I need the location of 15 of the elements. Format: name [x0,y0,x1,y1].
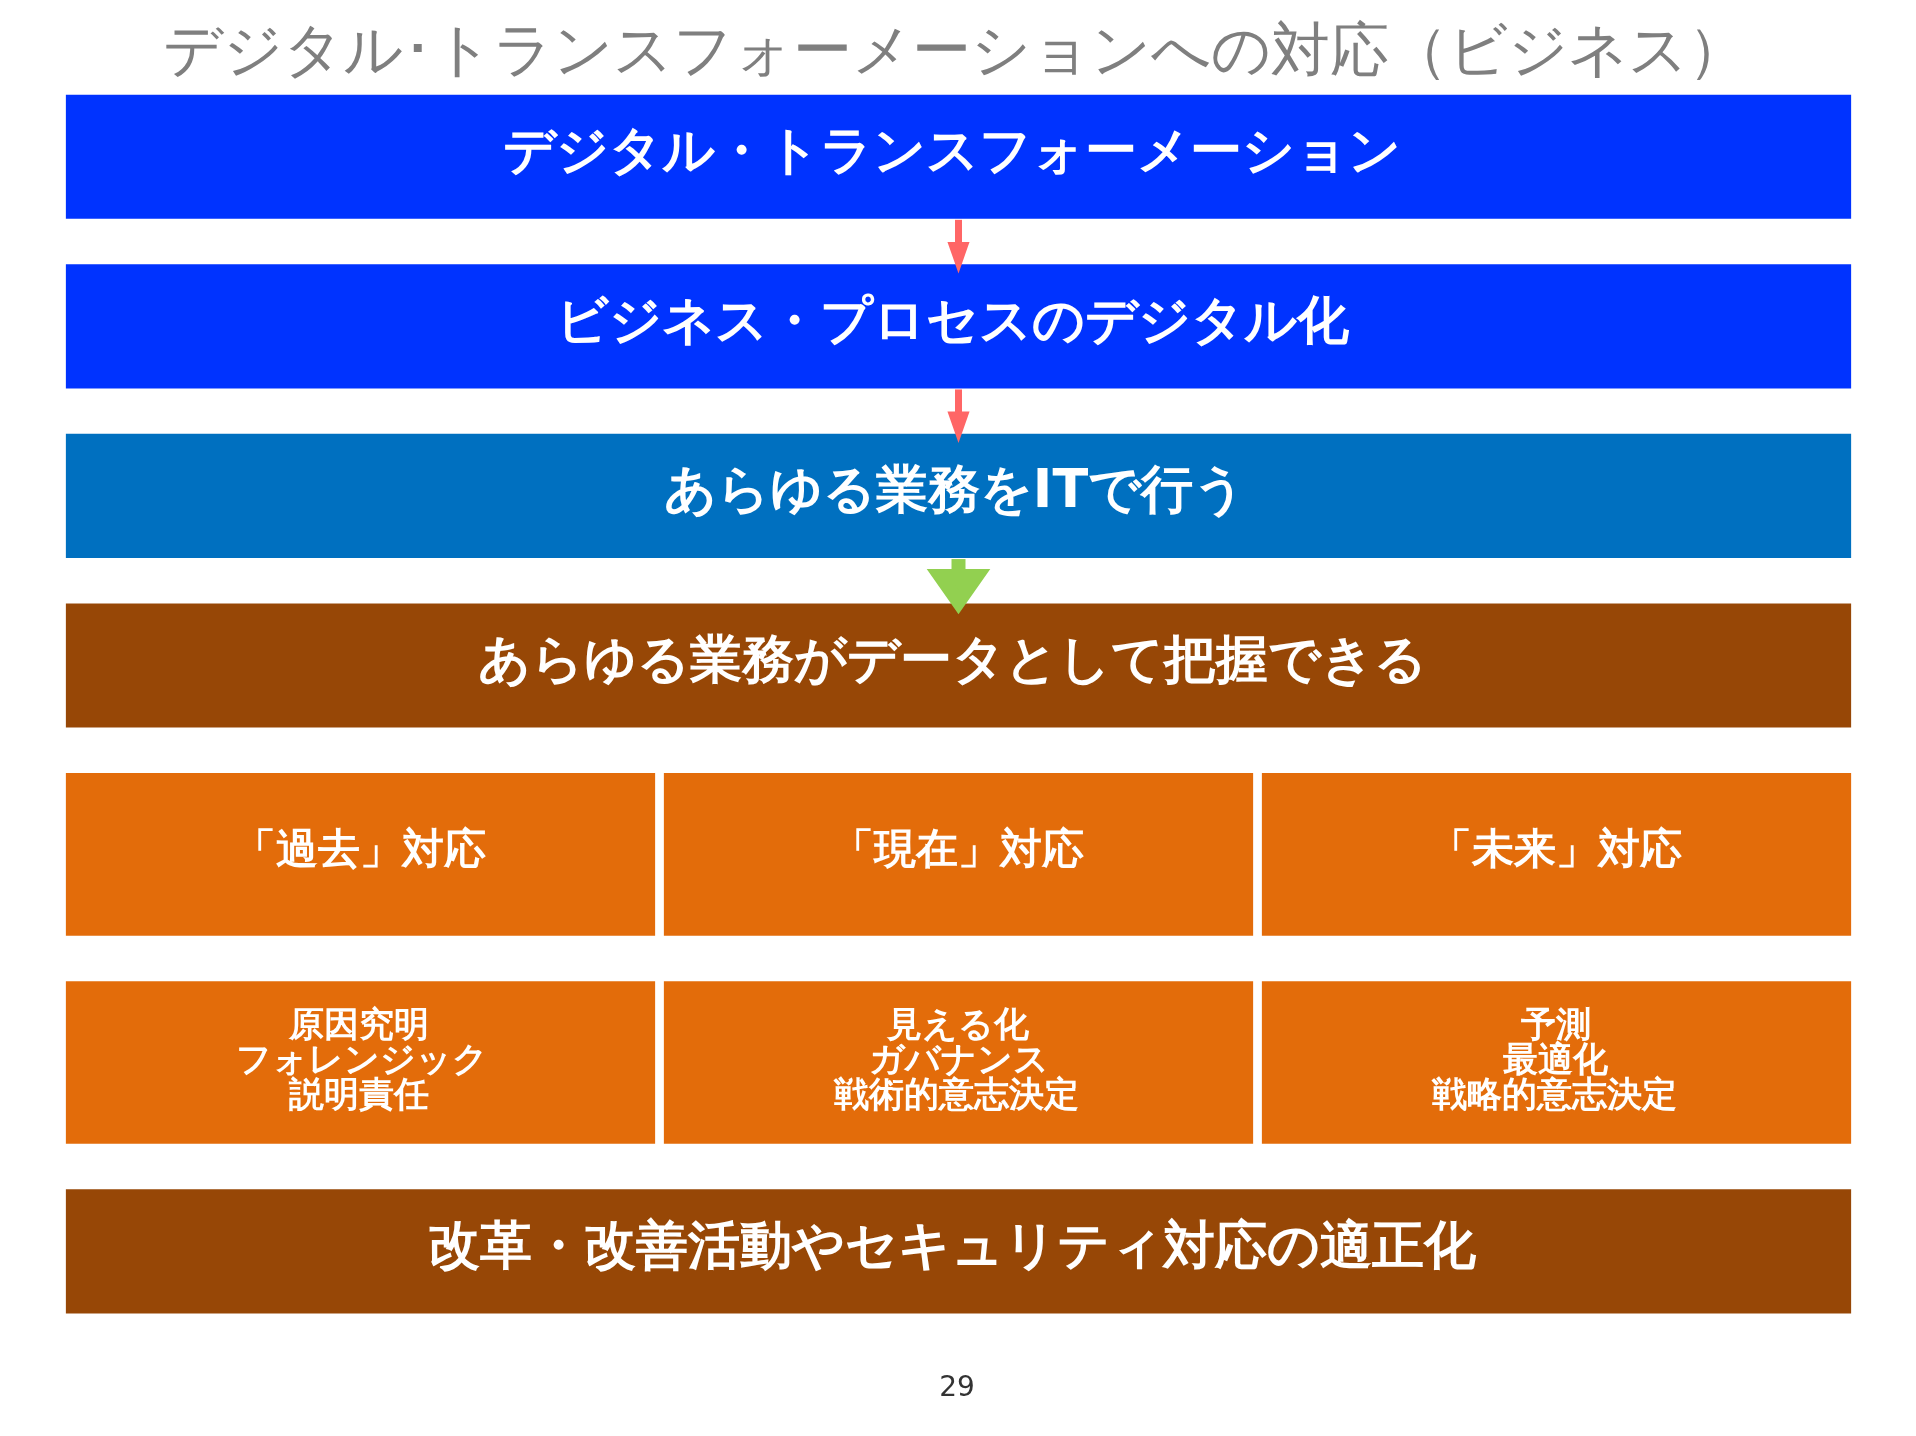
node-box: 「未来」対応 [1259,771,1853,938]
label: 29 [938,1370,975,1404]
node-box: あらゆる業務をITで行う [63,432,1853,560]
arrow [946,219,970,274]
node-box: 原因究明 フォレンジック 説明責任 [63,979,657,1146]
node-box: 見える化 ガバナンス 戦術的意志決定 [661,979,1255,1146]
node-box: デジタル・トランスフォーメーション [63,92,1853,221]
node-box: ビジネス・プロセスのデジタル化 [63,262,1853,391]
node-box: 改革・改善活動やセキュリティ対応の適正化 [63,1187,1853,1316]
diagram-title: デジタル･トランスフォーメーションへの対応（ビジネス） [162,14,1747,84]
node-box: 「過去」対応 [63,771,657,938]
node-box: 「現在」対応 [661,771,1255,938]
node-box: あらゆる業務がデータとして把握できる [63,601,1853,730]
node-box: 予測 最適化 戦略的意志決定 [1259,979,1853,1146]
arrow [946,389,970,444]
